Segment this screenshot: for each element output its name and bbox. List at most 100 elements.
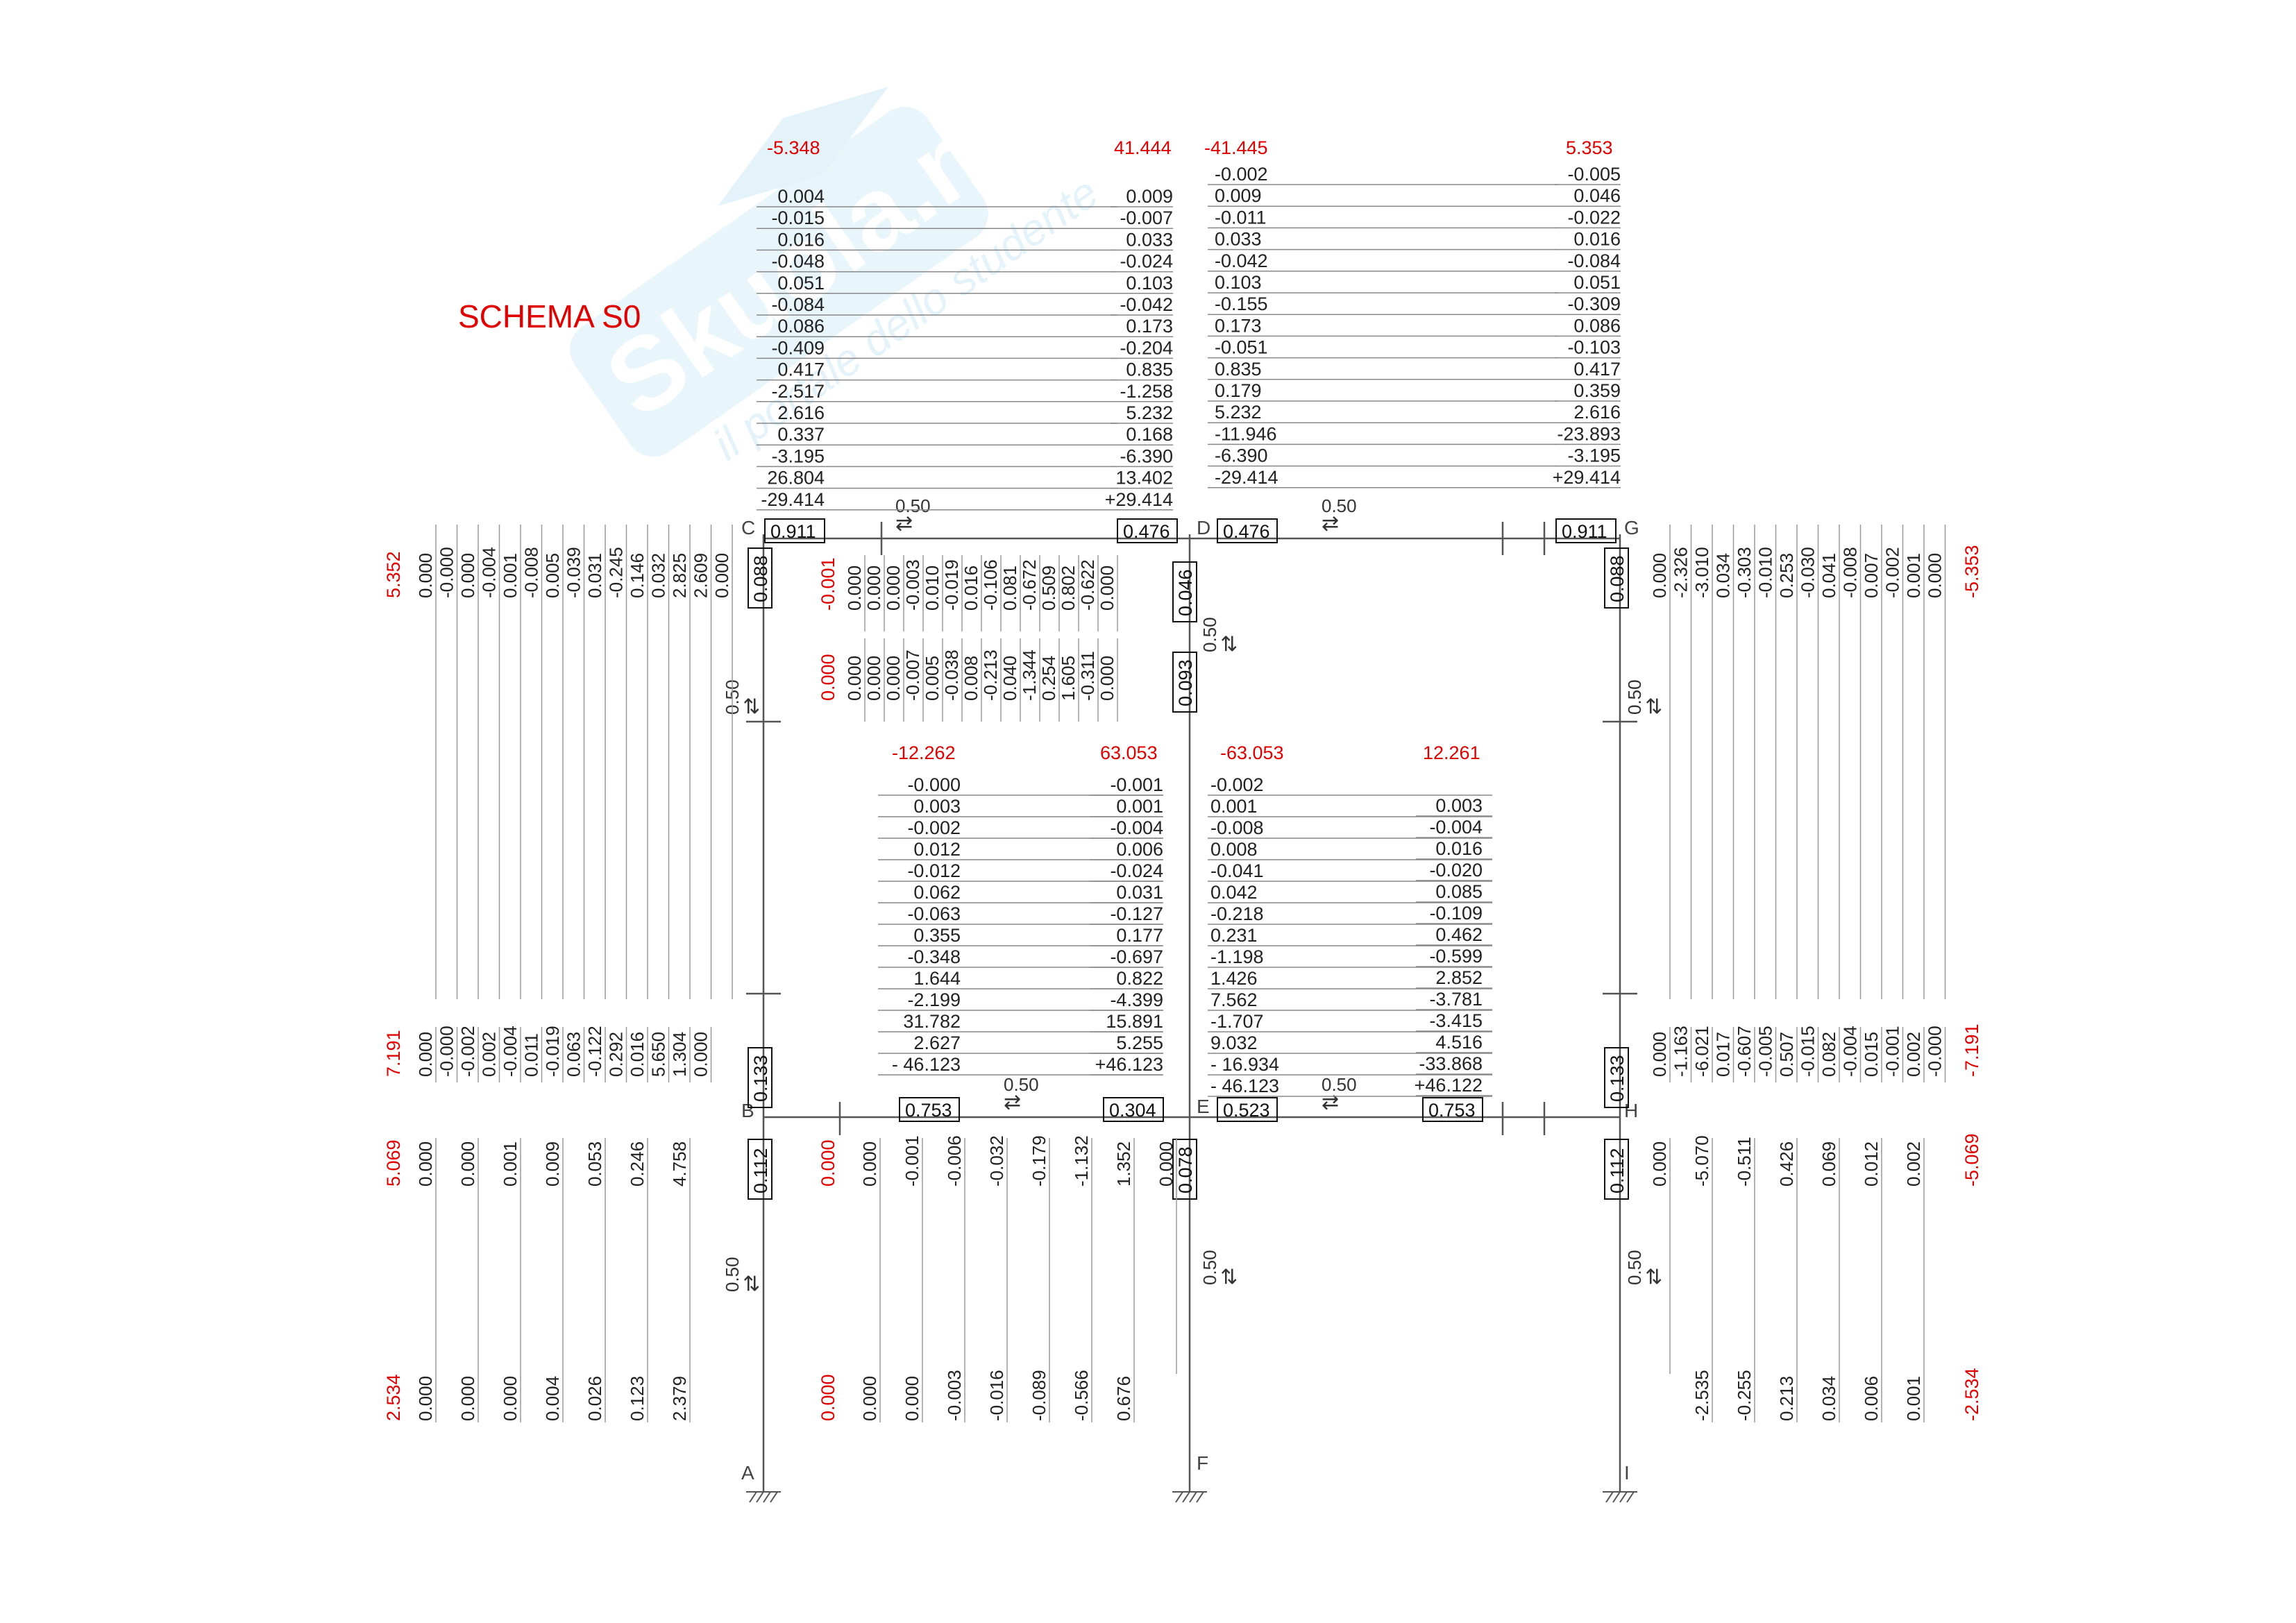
column-DE-bottom-value-group: 0.000 bbox=[883, 656, 904, 701]
column-HI-bottom-value-group: -0.255 bbox=[1734, 1370, 1755, 1421]
column-AB-bottom-value: 0.026 bbox=[584, 1376, 605, 1421]
column-BC-top-value-group: 0.001 bbox=[500, 553, 521, 598]
carry-over-label: 0.50 bbox=[1199, 1250, 1220, 1285]
column-DE-bottom-value: 1.605 bbox=[1058, 656, 1079, 701]
top-beam-CD-left-value: -0.409 bbox=[771, 337, 825, 358]
column-HI-bottom-value: -2.535 bbox=[1691, 1370, 1712, 1421]
column-BC-top-value-group: 2.825 bbox=[669, 553, 690, 598]
column-GH-top-value-group: -3.010 bbox=[1691, 547, 1712, 598]
column-HI-bottom-value: 0.001 bbox=[1903, 1376, 1924, 1421]
column-EF-top-value: -1.132 bbox=[1071, 1135, 1092, 1187]
column-EF-top-value: -0.006 bbox=[944, 1135, 965, 1187]
column-GH-bottom-value: 0.017 bbox=[1713, 1032, 1734, 1077]
column-GH-top-value: 0.253 bbox=[1776, 553, 1797, 598]
column-EF-top-value: 0.000 bbox=[859, 1141, 880, 1187]
bottom-beam-BE-right-value: -0.697 bbox=[1110, 946, 1163, 967]
column-BC-top-value: 0.000 bbox=[457, 553, 478, 598]
double-arrow-icon: ⇄ bbox=[1642, 697, 1665, 715]
column-GH-top-value-group: -0.010 bbox=[1755, 547, 1776, 598]
column-BC-bottom-value-group: -0.019 bbox=[542, 1026, 563, 1077]
column-DE-bottom-value: 0.005 bbox=[922, 656, 943, 701]
column-DE-bottom-value: 0.000 bbox=[1097, 656, 1117, 701]
final-moment-column-DE-bottom: 0.000 bbox=[818, 654, 838, 701]
top-beam-CD-right-value: -1.258 bbox=[1120, 381, 1173, 402]
top-beam-DG-left-value: -29.414 bbox=[1215, 467, 1278, 488]
column-BC-bottom-value-group: 0.292 bbox=[606, 1032, 627, 1077]
column-BC-top-value: -0.245 bbox=[606, 547, 627, 598]
column-BC-bottom-value-group: 0.011 bbox=[521, 1033, 542, 1077]
column-EF-top-value-group: 0.000 bbox=[1156, 1141, 1176, 1187]
column-BC-bottom-value: 0.063 bbox=[564, 1032, 584, 1077]
column-DE-top-value-group: 0.010 bbox=[922, 566, 943, 611]
top-beam-DG-right-value: 0.417 bbox=[1573, 359, 1621, 380]
column-GH-bottom-value: -0.607 bbox=[1734, 1026, 1755, 1077]
column-HI-bottom-value: -0.255 bbox=[1734, 1370, 1755, 1421]
top-beam-CD-right-value: 0.103 bbox=[1126, 273, 1173, 294]
column-AB-bottom-value: 0.000 bbox=[415, 1376, 436, 1421]
column-DE-bottom-value-group: -0.038 bbox=[941, 649, 962, 701]
bottom-beam-EH-left-value: 0.001 bbox=[1210, 796, 1258, 817]
column-HI-top-value: -0.511 bbox=[1734, 1137, 1755, 1187]
column-GH-top-value-group: 0.001 bbox=[1903, 553, 1924, 598]
column-BC-top-value: 0.000 bbox=[415, 553, 436, 598]
column-GH-bottom-value: 0.082 bbox=[1818, 1032, 1839, 1077]
column-BC-bottom-value-group: -0.122 bbox=[584, 1026, 605, 1077]
top-beam-DG-left-value: -0.155 bbox=[1215, 294, 1268, 314]
column-BC-bottom-value: -0.004 bbox=[500, 1026, 521, 1077]
df-D-beam-left: 0.476 bbox=[1123, 521, 1170, 542]
top-beam-CD-left-value: -29.414 bbox=[761, 489, 825, 510]
column-GH-top-value-group: 0.253 bbox=[1776, 553, 1797, 598]
df-B-beam: 0.753 bbox=[905, 1100, 952, 1121]
top-beam-DG-right-value: -23.893 bbox=[1557, 423, 1621, 444]
column-HI-top-value: 0.069 bbox=[1818, 1141, 1839, 1187]
column-BC-bottom-value-group: 1.304 bbox=[669, 1032, 690, 1077]
column-EF-top-value-group: -0.001 bbox=[902, 1135, 922, 1187]
final-moment-D-left: 41.444 bbox=[1114, 137, 1172, 158]
bottom-beam-EH-left-value: 9.032 bbox=[1210, 1033, 1258, 1053]
bottom-beam-BE-left-value: 31.782 bbox=[903, 1011, 961, 1032]
column-EF-bottom-value-group: -0.003 bbox=[944, 1370, 965, 1421]
column-DE-top-value-group: 0.000 bbox=[844, 566, 865, 611]
top-beam-CD-left-value: 0.417 bbox=[777, 359, 825, 380]
column-GH-bottom-value-group: -0.000 bbox=[1925, 1026, 1945, 1077]
df-H-column-upper: 0.133 bbox=[1607, 1055, 1628, 1102]
column-GH-top-value: -2.326 bbox=[1671, 547, 1691, 598]
top-beam-DG-right-value: -0.084 bbox=[1567, 250, 1621, 271]
top-beam-CD-left-value: -2.517 bbox=[771, 381, 825, 402]
top-beam-DG-right-value: 0.086 bbox=[1573, 315, 1621, 336]
column-BC-top-value: -0.004 bbox=[479, 547, 500, 598]
final-moment-column-GH-bottom: -7.191 bbox=[1961, 1023, 1982, 1077]
column-DE-bottom-value: -0.038 bbox=[941, 649, 962, 701]
column-AB-bottom-value-group: 2.379 bbox=[669, 1376, 690, 1421]
column-GH-bottom-value: -6.021 bbox=[1691, 1026, 1712, 1077]
column-GH-bottom-value: -0.004 bbox=[1840, 1026, 1861, 1077]
column-BC-top-value-group: -0.000 bbox=[437, 547, 457, 598]
column-AB-bottom-value-group: 0.000 bbox=[415, 1376, 436, 1421]
column-GH-top-value: -0.303 bbox=[1734, 547, 1755, 598]
column-BC-bottom-value: -0.019 bbox=[542, 1026, 563, 1077]
column-DE-bottom-value-group: 0.254 bbox=[1038, 656, 1059, 701]
bottom-beam-EH-left-value: -0.008 bbox=[1210, 817, 1264, 838]
column-BC-bottom-value-group: -0.004 bbox=[500, 1026, 521, 1077]
column-DE-bottom-value: -1.344 bbox=[1019, 649, 1040, 701]
carry-over-label: 0.50 bbox=[1199, 617, 1220, 652]
column-DE-top-value-group: -0.622 bbox=[1077, 559, 1098, 611]
column-GH-bottom-value-group: 0.017 bbox=[1713, 1032, 1734, 1077]
column-HI-bottom-value: 0.006 bbox=[1861, 1376, 1882, 1421]
column-GH-top-value-group: 0.000 bbox=[1649, 553, 1670, 598]
top-beam-DG-right-value: -0.022 bbox=[1567, 207, 1621, 228]
top-beam-CD-right-value: 13.402 bbox=[1115, 468, 1173, 488]
top-beam-CD-right-value: -0.007 bbox=[1120, 207, 1173, 228]
bottom-beam-BE-right-value: 0.006 bbox=[1116, 839, 1163, 860]
final-moment-column-BC-bottom: 7.191 bbox=[383, 1030, 404, 1077]
column-DE-top-value-group: -0.019 bbox=[941, 559, 962, 611]
bottom-beam-EH-left-value: 1.426 bbox=[1210, 968, 1258, 989]
column-HI-bottom-value-group: -2.535 bbox=[1691, 1370, 1712, 1421]
top-beam-CD-left-value: 0.016 bbox=[777, 229, 825, 250]
column-DE-bottom-value-group: 0.000 bbox=[1097, 656, 1117, 701]
top-beam-CD-left-value: 0.337 bbox=[777, 424, 825, 445]
column-DE-bottom-value: 0.000 bbox=[863, 656, 884, 701]
column-DE-bottom-value: 0.040 bbox=[999, 656, 1020, 701]
column-BC-bottom-value: 0.000 bbox=[415, 1032, 436, 1077]
column-BC-bottom-value: 0.292 bbox=[606, 1032, 627, 1077]
